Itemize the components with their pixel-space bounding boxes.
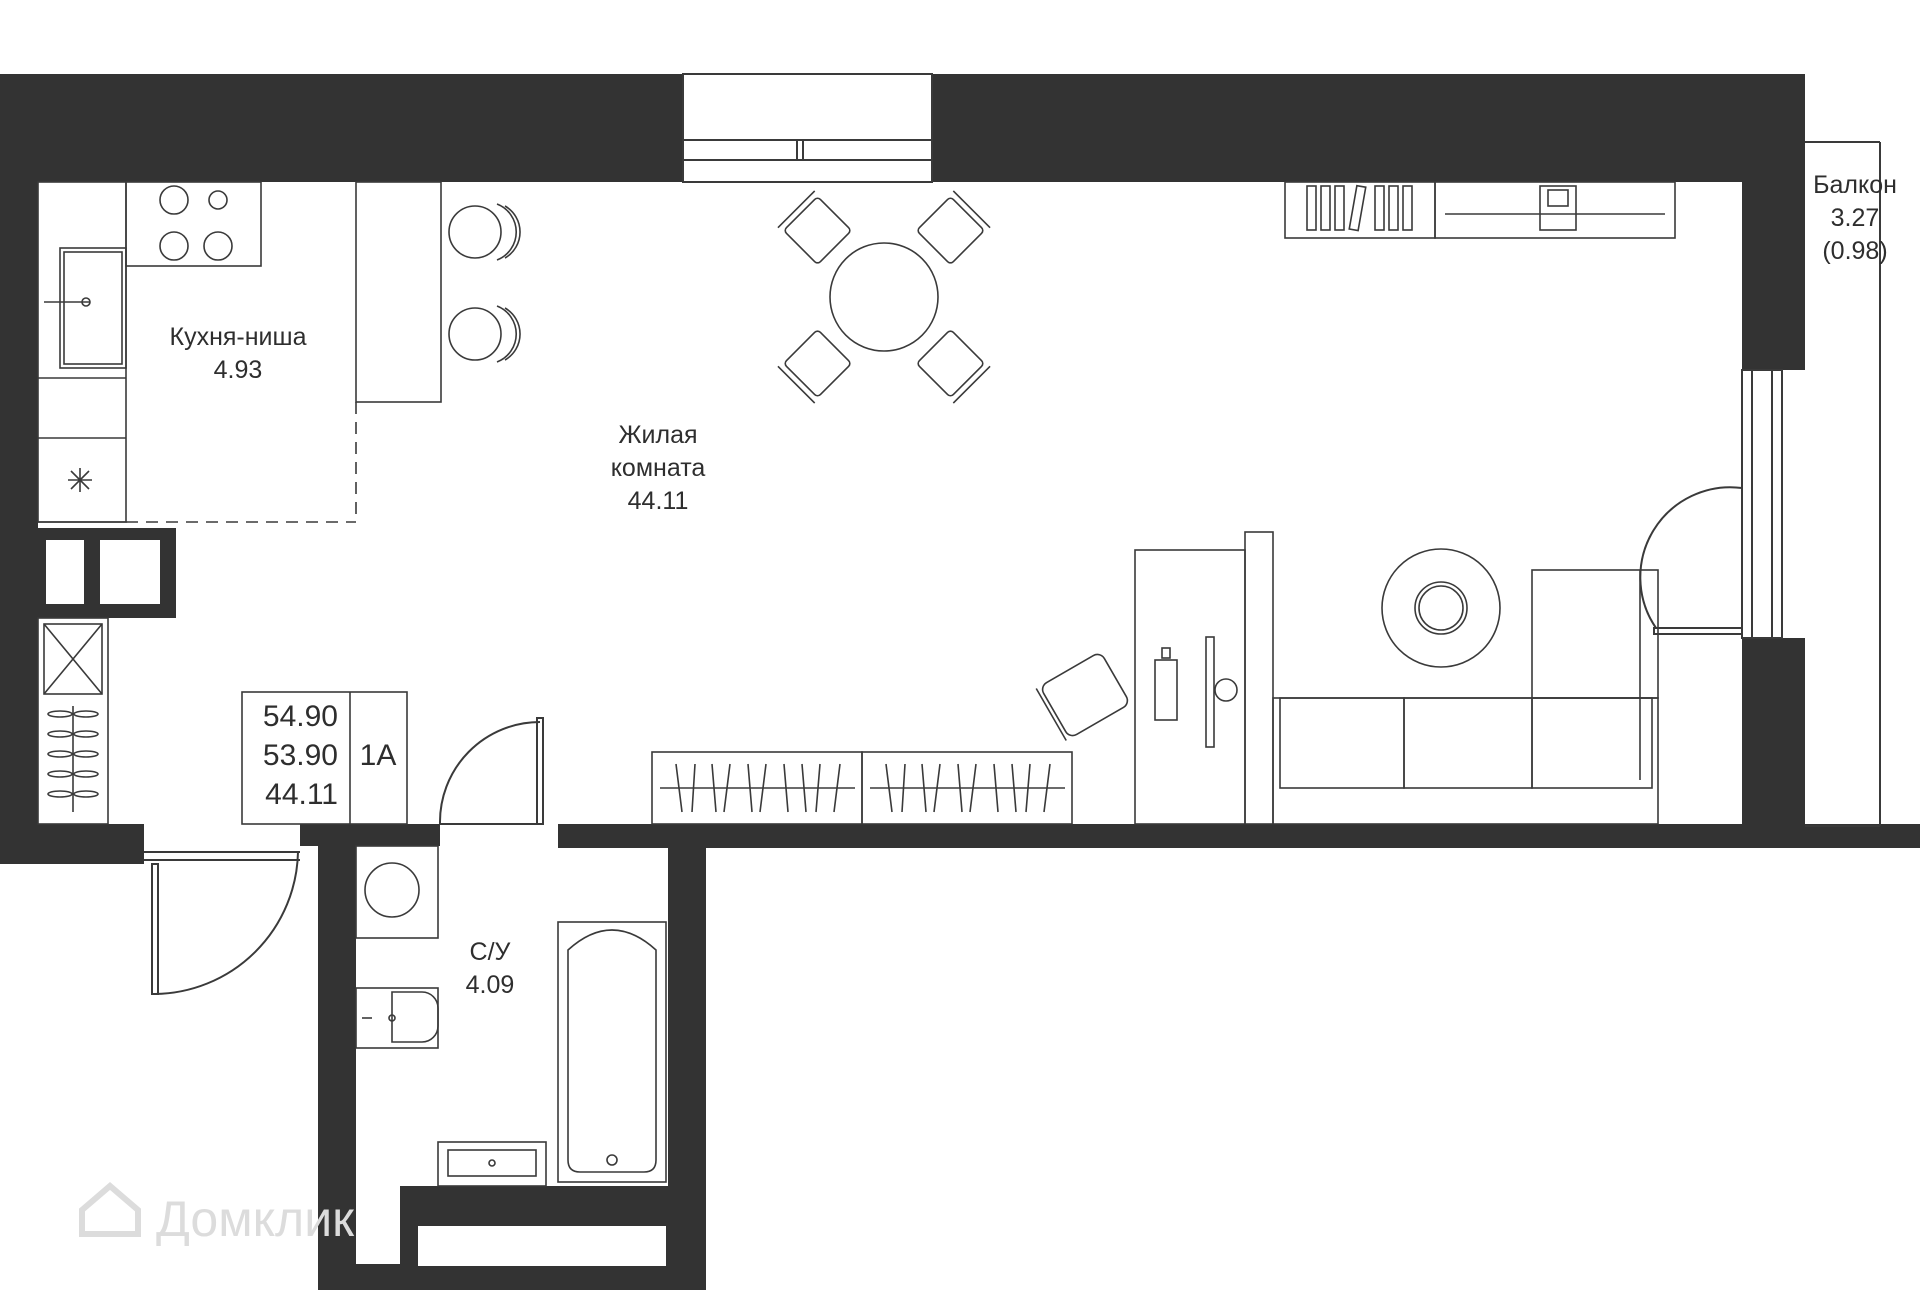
wall-left — [0, 74, 38, 864]
desk — [1035, 531, 1274, 825]
wall-bottom-left — [0, 824, 144, 864]
wall-top-left — [0, 74, 683, 182]
wardrobe-entrance — [37, 617, 109, 825]
wall-bath-top-left — [300, 824, 440, 846]
watermark-text: Домклик — [156, 1191, 355, 1247]
bathroom-area: 4.09 — [466, 971, 515, 999]
balcony — [1805, 141, 1881, 827]
snowflake-icon — [68, 468, 92, 492]
balcony-door-leaf — [1653, 627, 1743, 635]
living-area: 44.11 — [628, 487, 689, 515]
sofa — [1272, 569, 1659, 825]
kitchen-counter — [37, 181, 127, 523]
coffee-table — [1381, 548, 1501, 668]
apartment-type: 1А — [360, 739, 397, 772]
doors — [144, 486, 1743, 995]
living-name-line2: комната — [611, 454, 706, 482]
balcony-area-reduced: (0.98) — [1822, 237, 1887, 265]
bathtub — [557, 921, 667, 1183]
area-summary-table — [241, 691, 408, 825]
balcony-door-arc — [1639, 486, 1743, 629]
kitchen-sink — [59, 247, 127, 369]
balcony-name: Балкон — [1813, 171, 1897, 199]
stove — [125, 181, 262, 267]
bar-counter — [355, 181, 442, 403]
balcony-door-frame — [1741, 369, 1783, 639]
shaft-cells — [46, 540, 666, 1266]
entrance-door-arc — [154, 851, 299, 995]
living-name-line1: Жилая — [618, 421, 697, 449]
balcony-area: 3.27 — [1831, 204, 1880, 232]
low-cabinets — [651, 751, 1073, 825]
watermark: Домклик — [79, 1182, 355, 1247]
wall-right-lower — [1742, 638, 1805, 848]
hangers — [47, 706, 99, 812]
living-area-summary: 44.11 — [265, 778, 338, 811]
walls — [0, 74, 1920, 1290]
kitchen-name: Кухня-ниша — [170, 323, 307, 351]
entrance-door-leaf — [151, 863, 159, 995]
bar-stools — [448, 203, 521, 363]
dining-set — [777, 190, 991, 404]
area-without-balcony: 53.90 — [263, 739, 338, 772]
wall-shelf — [1284, 181, 1676, 239]
bathroom-door-arc — [438, 721, 541, 825]
balcony-rail-end — [1800, 826, 1920, 848]
bathroom-sink — [437, 1141, 547, 1187]
bathroom-door-leaf — [536, 717, 544, 825]
top-window — [682, 73, 933, 183]
bathroom-fixtures — [355, 845, 667, 1187]
washing-machine — [355, 845, 439, 939]
wall-right-upper — [1742, 74, 1805, 370]
kitchen-area: 4.93 — [214, 356, 263, 384]
wall-top-right — [932, 74, 1805, 182]
bathroom-name: С/У — [470, 938, 511, 966]
total-area: 54.90 — [263, 700, 338, 733]
kitchen-furniture — [37, 181, 521, 523]
house-logo-icon — [79, 1182, 141, 1237]
wall-bottom — [558, 824, 1920, 848]
wall-bath-left — [318, 824, 356, 1290]
